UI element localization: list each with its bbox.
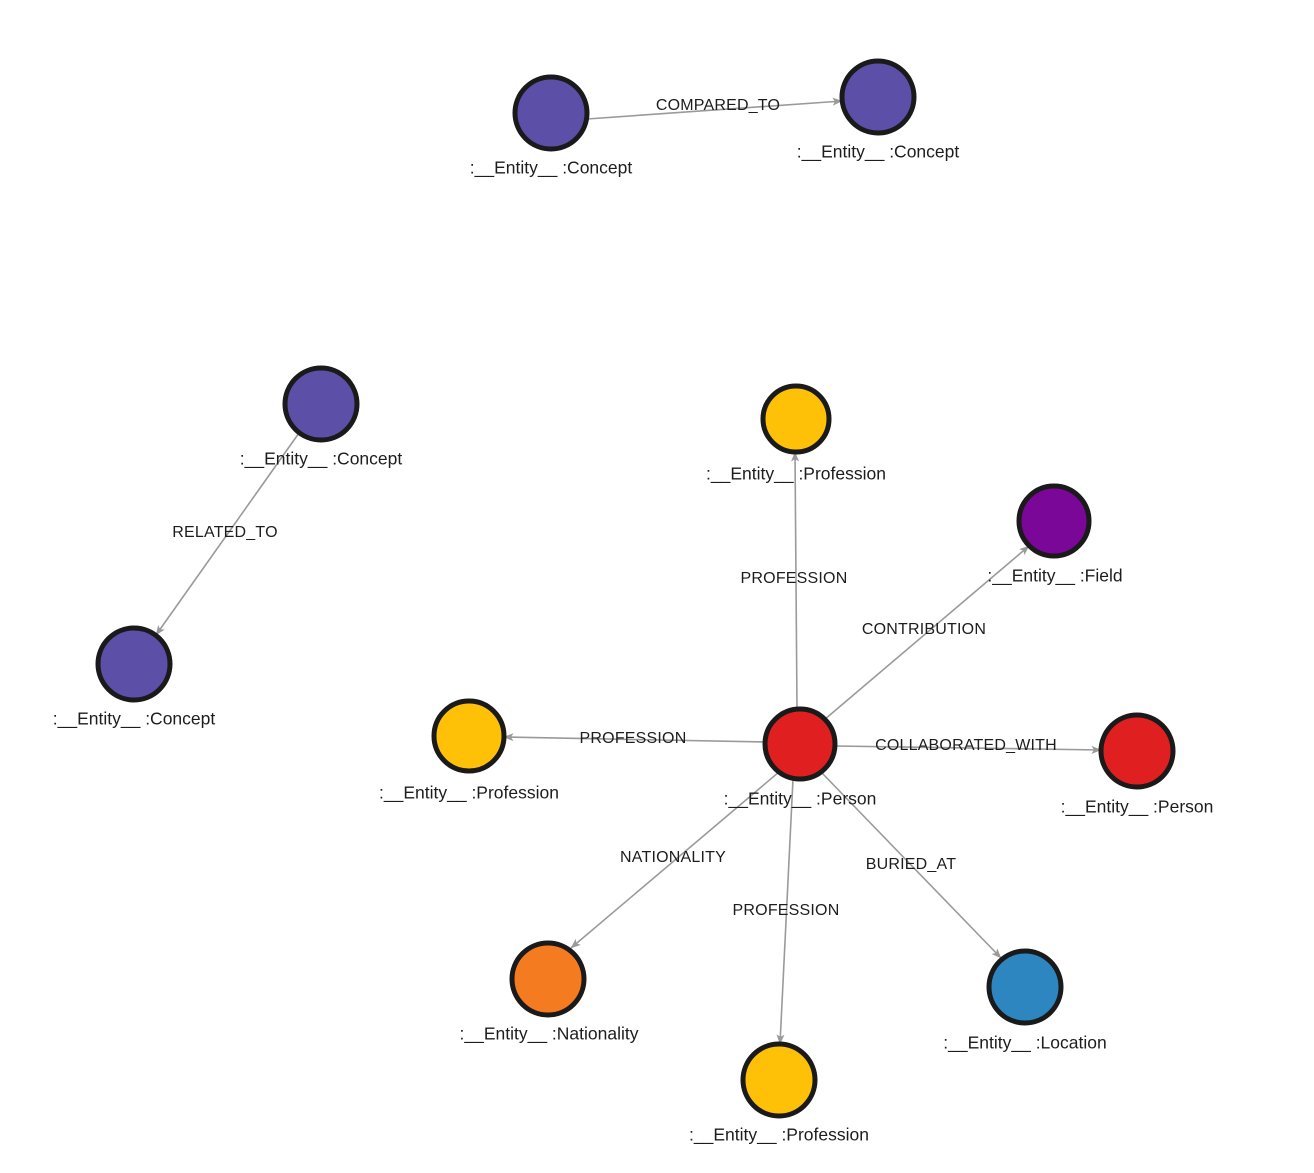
graph-edge[interactable]	[586, 97, 843, 120]
graph-edge[interactable]	[834, 745, 1102, 754]
node-label: :__Entity__ :Concept	[53, 709, 216, 730]
node-label: :__Entity__ :Profession	[706, 464, 886, 485]
graph-node-profession[interactable]	[431, 698, 507, 774]
graph-edge[interactable]	[570, 771, 780, 949]
node-label: :__Entity__ :Concept	[240, 449, 403, 470]
graph-node-profession[interactable]	[760, 383, 832, 455]
graph-node-field[interactable]	[1016, 483, 1092, 559]
graph-node-location[interactable]	[986, 948, 1064, 1026]
edge-label: RELATED_TO	[172, 524, 277, 541]
graph-edge[interactable]	[821, 772, 1002, 959]
graph-node-concept[interactable]	[512, 74, 590, 152]
graph-node-person[interactable]	[762, 706, 838, 782]
graph-node-profession[interactable]	[740, 1041, 818, 1119]
edge-label: PROFESSION	[733, 902, 840, 919]
node-label: :__Entity__ :Field	[987, 566, 1122, 587]
node-label: :__Entity__ :Person	[724, 789, 877, 810]
edge-label: BURIED_AT	[866, 856, 956, 873]
edge-label: COMPARED_TO	[656, 97, 780, 114]
node-label: :__Entity__ :Nationality	[460, 1024, 639, 1045]
graph-node-person[interactable]	[1098, 712, 1176, 790]
edge-label: NATIONALITY	[620, 849, 726, 866]
graph-edge[interactable]	[791, 451, 800, 710]
node-label: :__Entity__ :Profession	[689, 1125, 869, 1146]
graph-edge[interactable]	[823, 545, 1030, 721]
graph-node-concept[interactable]	[282, 365, 360, 443]
node-label: :__Entity__ :Location	[943, 1033, 1106, 1054]
edge-label: PROFESSION	[580, 730, 687, 747]
edge-label: COLLABORATED_WITH	[875, 737, 1057, 754]
edge-label: PROFESSION	[741, 570, 848, 587]
graph-edge[interactable]	[776, 778, 794, 1045]
node-labels-layer: :__Entity__ :Concept :__Entity__ :Concept…	[53, 142, 1214, 1146]
edge-labels-layer: COMPARED_TO RELATED_TO PROFESSION CONTRIBUT…	[172, 97, 1057, 919]
graph-node-concept[interactable]	[839, 58, 917, 136]
graph-node-concept[interactable]	[95, 625, 173, 703]
node-label: :__Entity__ :Concept	[470, 158, 633, 179]
edge-label: CONTRIBUTION	[862, 621, 986, 638]
graph-node-nationality[interactable]	[509, 940, 587, 1018]
graph-edge[interactable]	[503, 733, 766, 743]
edges-layer	[155, 97, 1102, 1045]
node-label: :__Entity__ :Person	[1061, 797, 1214, 818]
node-label: :__Entity__ :Concept	[797, 142, 960, 163]
node-label: :__Entity__ :Profession	[379, 783, 559, 804]
graph-edge[interactable]	[155, 432, 300, 636]
nodes-layer	[95, 58, 1176, 1119]
